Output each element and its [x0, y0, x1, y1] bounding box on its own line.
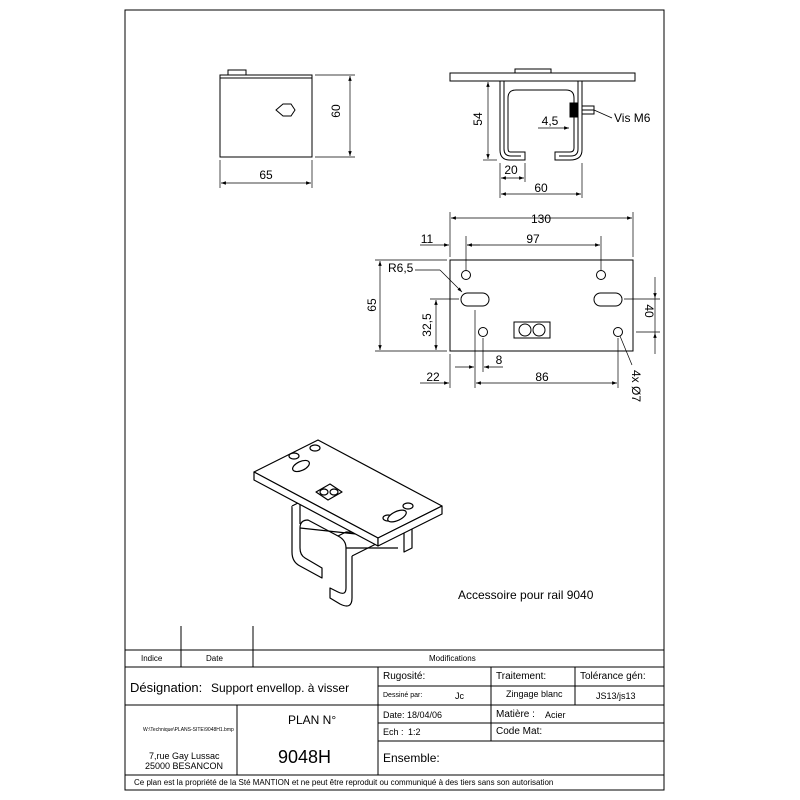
address-line1: 7,rue Gay Lussac: [149, 751, 220, 761]
ech-label: Ech :: [383, 727, 404, 737]
tolerance-value: JS13/js13: [596, 691, 636, 701]
dim-top-hole-spacing: 97: [526, 232, 540, 246]
rev-header-date: Date: [206, 654, 223, 663]
title-block-grid: [125, 626, 664, 776]
sheet-border: [124, 9, 665, 791]
dim-top-slot-offset: 32,5: [420, 313, 434, 337]
dim-top-hole-vspacing: 40: [642, 304, 656, 318]
side-view: [449, 68, 636, 198]
traitement-value: Zingage blanc: [506, 689, 563, 699]
date-value: 18/04/06: [407, 710, 443, 720]
isometric-view: [253, 439, 443, 607]
drawing-caption: Accessoire pour rail 9040: [458, 588, 594, 602]
rev-header-indice: Indice: [141, 654, 163, 663]
tolerance-label: Tolérance gén:: [580, 671, 646, 682]
dim-top-height: 65: [365, 298, 379, 312]
ech-value: 1:2: [408, 727, 421, 737]
address-line2: 25000 BESANCON: [145, 761, 224, 771]
footer-notice: Ce plan est la propriété de la Sté MANTI…: [134, 778, 554, 787]
dim-top-radius: R6,5: [388, 261, 414, 275]
file-path: W:\Technique\PLANS-SITE\9048H1.bmp: [143, 727, 234, 733]
dim-top-total-width: 130: [531, 212, 551, 226]
ensemble-label: Ensemble:: [383, 751, 440, 765]
plan-label: PLAN N°: [288, 713, 337, 727]
dim-top-hole-hspacing: 86: [535, 370, 549, 384]
rugosite-label: Rugosité:: [383, 671, 426, 682]
top-view: [375, 212, 660, 388]
dim-side-height: 54: [471, 112, 485, 126]
dim-top-slot-width: 8: [496, 353, 503, 367]
dim-top-left-offset: 22: [426, 370, 440, 384]
plan-number: 9048H: [278, 747, 332, 767]
screw-label: Vis M6: [614, 111, 651, 125]
dim-side-inner: 20: [504, 163, 518, 177]
designation-label: Désignation:: [130, 680, 203, 695]
dim-top-holes: 4x Ø7: [629, 370, 643, 402]
dim-front-height: 60: [329, 104, 343, 118]
front-view: [219, 69, 355, 188]
date-label: Date:: [383, 710, 405, 720]
rev-header-modifications: Modifications: [429, 654, 476, 663]
code-mat-label: Code Mat:: [496, 726, 543, 737]
dim-top-edge-offset: 11: [421, 232, 434, 246]
matiere-label: Matière :: [496, 709, 535, 720]
dessine-value: Jc: [455, 691, 464, 701]
dessine-label: Dessiné par:: [383, 692, 423, 699]
dim-side-offset: 4,5: [542, 114, 559, 128]
matiere-value: Acier: [545, 710, 566, 720]
traitement-label: Traitement:: [496, 671, 547, 682]
dim-front-width: 65: [259, 168, 273, 182]
dim-side-outer: 60: [534, 181, 548, 195]
designation-value: Support envellop. à visser: [211, 681, 350, 695]
